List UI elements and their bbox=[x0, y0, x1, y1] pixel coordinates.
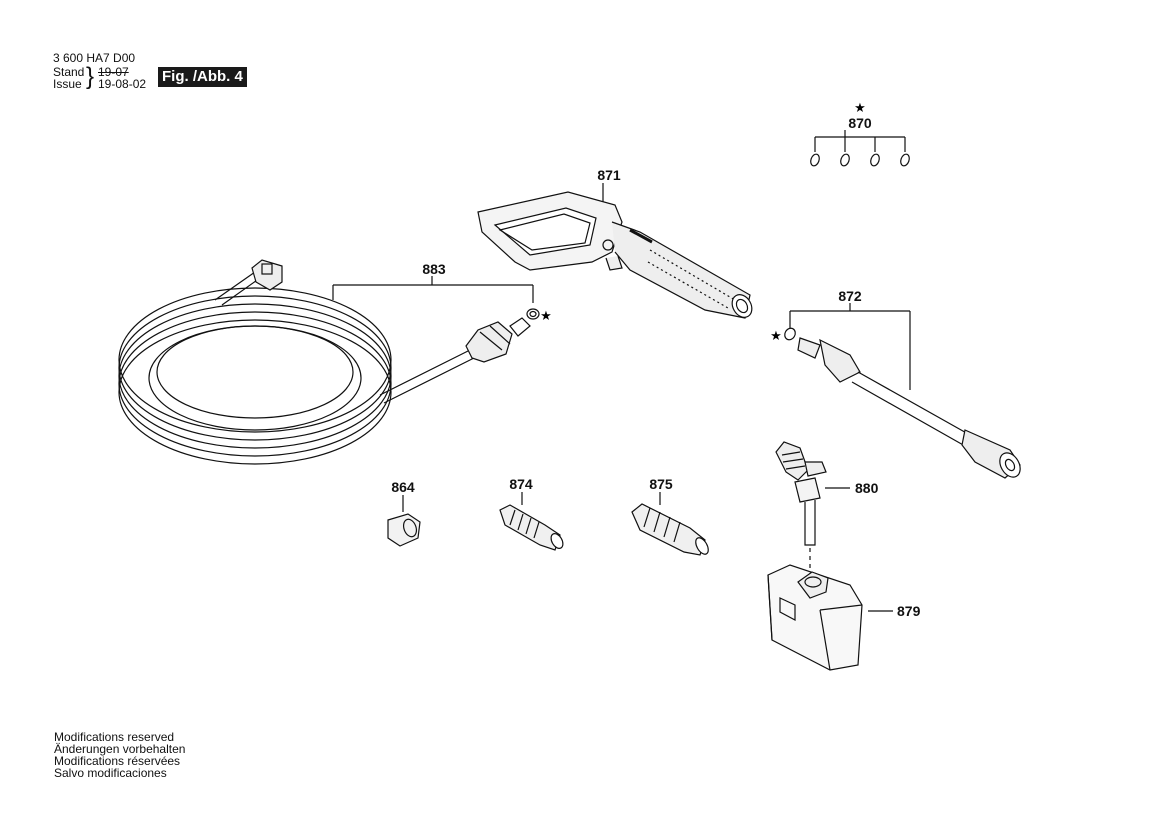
part-label-870: 870 bbox=[848, 115, 872, 131]
hose-883 bbox=[118, 259, 540, 465]
figure-label: Fig. /Abb. 4 bbox=[158, 67, 247, 87]
star-icon: ★ bbox=[854, 101, 866, 116]
stand-value: 19-07 bbox=[98, 65, 129, 79]
part-label-871: 871 bbox=[597, 167, 621, 183]
footer-line: Modifications reserved bbox=[54, 730, 175, 744]
footer-line: Änderungen vorbehalten bbox=[54, 742, 186, 756]
part-label-875: 875 bbox=[649, 476, 673, 492]
footer-notes: Modifications reserved Änderungen vorbeh… bbox=[54, 731, 185, 779]
part-label-872: 872 bbox=[838, 288, 862, 304]
brace-icon: } bbox=[86, 63, 95, 90]
clip-864 bbox=[387, 495, 421, 547]
part-label-883: 883 bbox=[422, 261, 446, 277]
trigger-gun-871 bbox=[477, 183, 753, 319]
issue-value: 19-08-02 bbox=[98, 77, 147, 91]
detergent-tank-879 bbox=[767, 564, 893, 671]
detergent-nozzle-880 bbox=[775, 441, 850, 575]
footer-line: Modifications réservées bbox=[54, 754, 181, 768]
nozzle-875 bbox=[631, 492, 709, 556]
document-number: 3 600 HA7 D00 bbox=[53, 51, 136, 65]
issue-label: Issue bbox=[53, 77, 82, 91]
part-label-874: 874 bbox=[509, 476, 533, 492]
stand-label: Stand bbox=[53, 65, 85, 79]
lance-872 bbox=[784, 303, 1021, 479]
star-icon: ★ bbox=[770, 329, 782, 344]
star-icon: ★ bbox=[540, 309, 552, 324]
part-label-879: 879 bbox=[897, 603, 921, 619]
part-label-864: 864 bbox=[391, 479, 415, 495]
o-ring-set-870 bbox=[810, 130, 910, 167]
part-label-880: 880 bbox=[855, 480, 879, 496]
nozzle-874 bbox=[499, 492, 564, 551]
footer-line: Salvo modificaciones bbox=[54, 766, 167, 780]
